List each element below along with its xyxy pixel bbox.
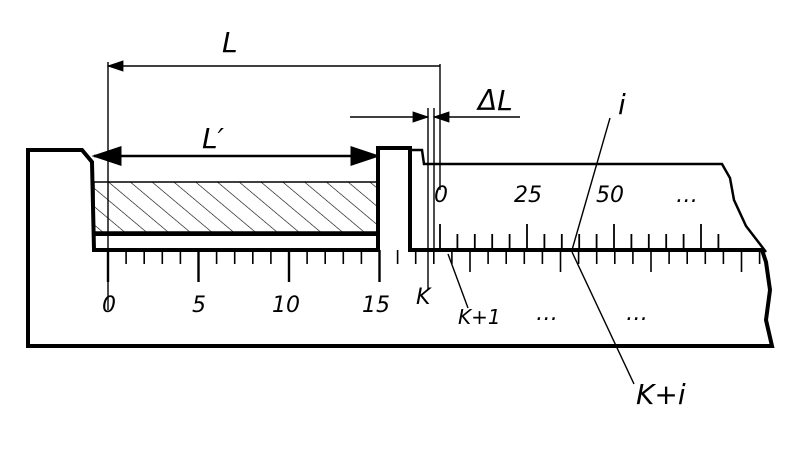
vernier-tick-label-25: 25 — [514, 183, 542, 208]
workpiece-hatched — [93, 181, 379, 233]
label-K-plus-1: K+1 — [458, 305, 501, 329]
leader-i — [571, 117, 611, 251]
vernier-scale-ticks — [439, 224, 720, 250]
main-tick-label-5: 5 — [192, 293, 206, 318]
main-scale-ticks — [106, 250, 761, 282]
label-K-plus-i: K+i — [636, 378, 686, 411]
main-tick-label-15: 15 — [362, 293, 390, 318]
main-body-outline — [26, 146, 775, 348]
dots-2: … — [626, 301, 648, 326]
vernier-tick-label-50: 50 — [596, 183, 624, 208]
vernier-tick-label-ellipsis: … — [676, 183, 698, 208]
main-tick-label-0: 0 — [102, 293, 116, 318]
leader-K-plus-1 — [447, 253, 469, 309]
dots-1: … — [536, 301, 558, 326]
label-i: i — [618, 88, 626, 121]
label-L: L — [222, 26, 238, 59]
label-K: K — [416, 285, 432, 310]
vernier-slider-outline — [410, 148, 767, 253]
main-tick-label-10: 10 — [272, 293, 300, 318]
label-delta-L: ΔL — [476, 84, 513, 117]
label-L-prime: L′ — [202, 122, 225, 155]
vernier-tick-label-0: 0 — [434, 183, 448, 208]
leader-K-plus-i — [571, 251, 635, 385]
